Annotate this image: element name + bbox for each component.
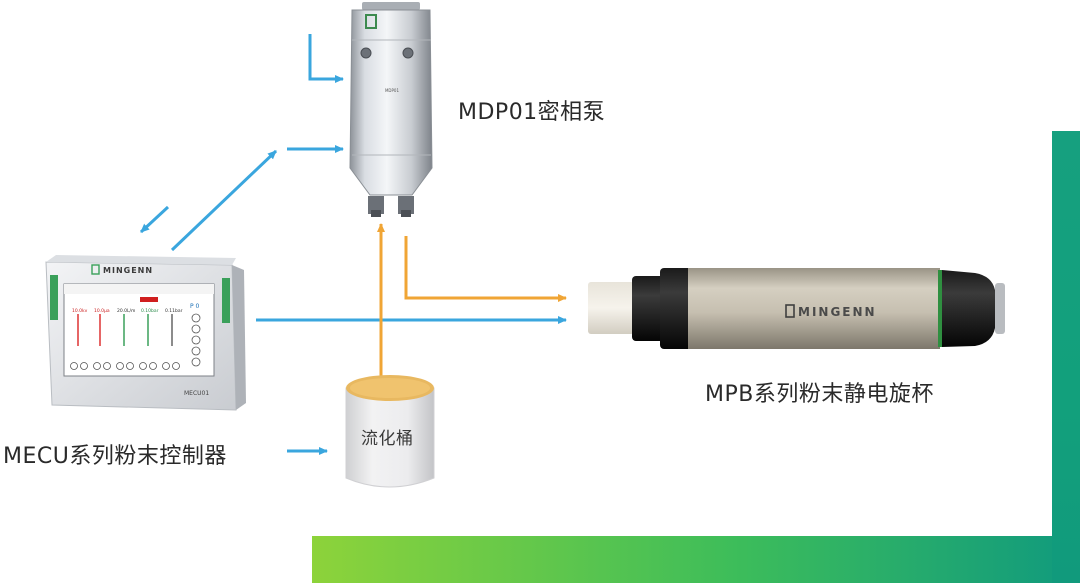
screen-readout-1: 10.0kv	[72, 308, 88, 314]
cup-brand-text: MINGENN	[798, 305, 877, 319]
controller-brand-text: MINGENN	[103, 266, 153, 275]
pump-label: MDP01密相泵	[458, 100, 606, 125]
controller-model-text: MECU01	[184, 390, 209, 397]
fluid-bucket	[345, 375, 435, 488]
pump-device	[349, 2, 433, 217]
pump-logo-icon	[365, 14, 377, 29]
frame-right-bar	[1052, 131, 1080, 583]
cup-green-ring	[938, 270, 942, 347]
arrow-pump-inlet	[308, 34, 344, 83]
cup-label: MPB系列粉末静电旋杯	[705, 382, 934, 407]
controller-device	[45, 255, 246, 411]
bucket-label: 流化桶	[361, 429, 414, 449]
pump-model-text: MDP01	[385, 88, 399, 93]
arrow-pump-to-cup	[404, 236, 567, 302]
bell-cup-device	[588, 268, 1005, 349]
screen-mode-text: P 0	[190, 303, 200, 310]
screen-readout-5: 0.11bar	[165, 308, 183, 314]
controller-screen	[63, 283, 215, 377]
screen-readout-3: 20.0L/m	[117, 308, 135, 314]
cup-logo-icon	[785, 304, 795, 318]
screen-readout-4: 0.10bar	[141, 308, 159, 314]
arrow-return-to-controller	[139, 205, 170, 234]
frame-bottom-bar	[312, 536, 1080, 583]
controller-logo-icon	[91, 264, 100, 275]
controller-label: MECU系列粉末控制器	[3, 444, 227, 469]
arrow-controller-to-pump	[170, 149, 278, 252]
screen-readout-2: 10.0µa	[94, 308, 110, 314]
